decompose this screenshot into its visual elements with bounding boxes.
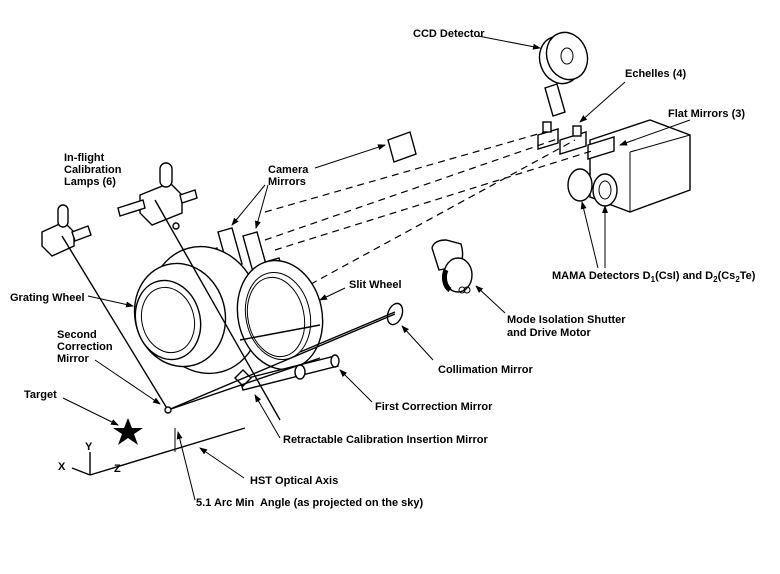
mode-isolation-shutter <box>431 239 473 294</box>
label-echelles: Echelles (4) <box>625 68 686 80</box>
svg-text:Mode Isolation Shutter: Mode Isolation Shutter <box>507 314 626 326</box>
label-axis-y: Y <box>85 441 93 453</box>
calibration-lamp-2 <box>117 162 198 226</box>
label-calibration-insertion-mirror: Retractable Calibration Insertion Mirror <box>283 434 488 446</box>
label-grating-wheel: Grating Wheel <box>10 292 85 304</box>
label-axis-z: Z <box>114 463 121 475</box>
label-first-correction-mirror: First Correction Mirror <box>375 401 493 413</box>
label-slit-wheel: Slit Wheel <box>349 279 402 291</box>
label-second-correction-mirror: Second Correction Mirror <box>57 329 113 365</box>
grating-wheel <box>133 245 262 375</box>
label-target: Target <box>24 389 57 401</box>
optical-rays <box>61 199 396 421</box>
svg-text:Correction: Correction <box>57 341 113 353</box>
svg-text:Mirrors: Mirrors <box>268 176 306 188</box>
label-hst-optical-axis: HST Optical Axis <box>250 475 338 487</box>
svg-text:Camera: Camera <box>268 164 309 176</box>
label-mode-isolation-shutter: Mode Isolation Shutter and Drive Motor <box>507 314 626 339</box>
target-star-icon <box>113 418 143 445</box>
svg-text:Second: Second <box>57 329 97 341</box>
label-camera-mirrors: Camera Mirrors <box>268 164 309 188</box>
label-flat-mirrors: Flat Mirrors (3) <box>668 108 745 120</box>
label-arc-angle: 5.1 Arc Min Angle (as projected on the s… <box>196 497 424 509</box>
label-collimation-mirror: Collimation Mirror <box>438 364 533 376</box>
calibration-lamp-1 <box>41 204 92 257</box>
leader-arrows <box>62 35 691 501</box>
svg-text:In-flight: In-flight <box>64 152 105 164</box>
svg-text:Lamps (6): Lamps (6) <box>64 176 116 188</box>
light-paths <box>264 131 596 291</box>
camera-mirror-fold <box>387 131 417 163</box>
coordinate-axes <box>71 427 246 476</box>
svg-text:Calibration: Calibration <box>64 164 122 176</box>
ccd-detector <box>538 31 589 117</box>
label-mama-detectors: MAMA Detectors D1(CsI) and D2(Cs2Te) <box>552 270 756 284</box>
mama-detector-housing <box>537 119 691 213</box>
label-calibration-lamps: In-flight Calibration Lamps (6) <box>64 152 122 188</box>
first-correction-mirror <box>234 354 340 391</box>
svg-text:and Drive Motor: and Drive Motor <box>507 327 591 339</box>
label-axis-x: X <box>58 461 66 473</box>
label-ccd-detector: CCD Detector <box>413 28 485 40</box>
svg-text:Mirror: Mirror <box>57 353 90 365</box>
